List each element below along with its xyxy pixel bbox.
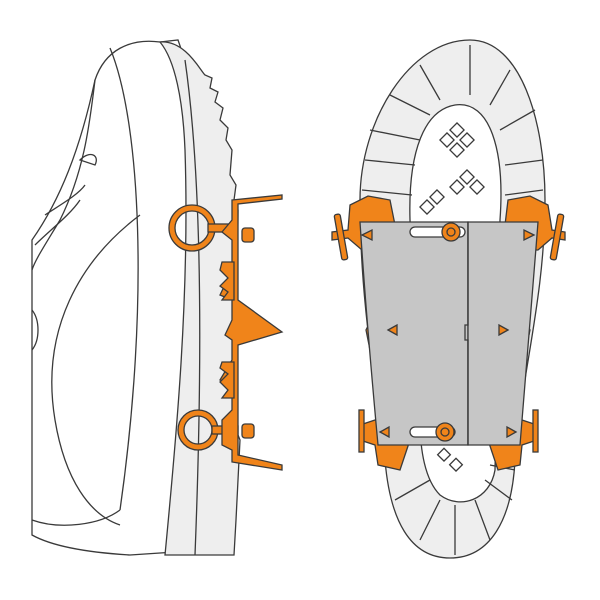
spike-teeth-lower bbox=[219, 361, 235, 399]
boot-toe bbox=[31, 309, 39, 351]
boot-toe-line bbox=[31, 509, 121, 526]
boot-side-view bbox=[31, 39, 241, 556]
boot-tongue bbox=[31, 79, 96, 271]
boot-heel-line bbox=[109, 47, 139, 511]
rivets bbox=[360, 228, 536, 439]
plate-left bbox=[359, 221, 469, 446]
bolt-front bbox=[241, 227, 255, 243]
boot-panel-line bbox=[51, 214, 141, 526]
tread-lugs bbox=[419, 122, 485, 472]
tread-lines bbox=[361, 45, 544, 555]
bolt-rear bbox=[241, 423, 255, 439]
crampon-bottom-plate bbox=[331, 195, 566, 471]
spike-teeth-upper bbox=[219, 261, 235, 301]
crampon-side-view bbox=[168, 194, 284, 471]
